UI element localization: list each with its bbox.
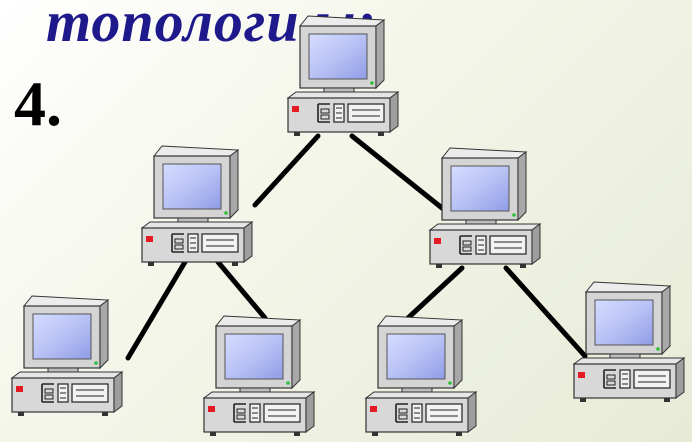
link-root-left [252, 133, 321, 208]
computer-leaf-4-icon [573, 281, 685, 403]
link-right-rightleaf [503, 265, 588, 359]
computer-leaf-3-icon [365, 315, 477, 437]
list-item-number: 4. [14, 68, 62, 139]
network-links [125, 133, 588, 361]
link-right-leftleaf [405, 265, 465, 321]
computer-leaf-1-icon [11, 295, 123, 417]
computer-mid-left-icon [141, 145, 253, 267]
computer-root-icon [287, 15, 399, 137]
link-left-leftleaf [125, 259, 188, 361]
computer-leaf-2-icon [203, 315, 315, 437]
link-root-right [349, 133, 450, 215]
link-left-rightleaf [215, 259, 268, 321]
computer-mid-right-icon [429, 147, 541, 269]
